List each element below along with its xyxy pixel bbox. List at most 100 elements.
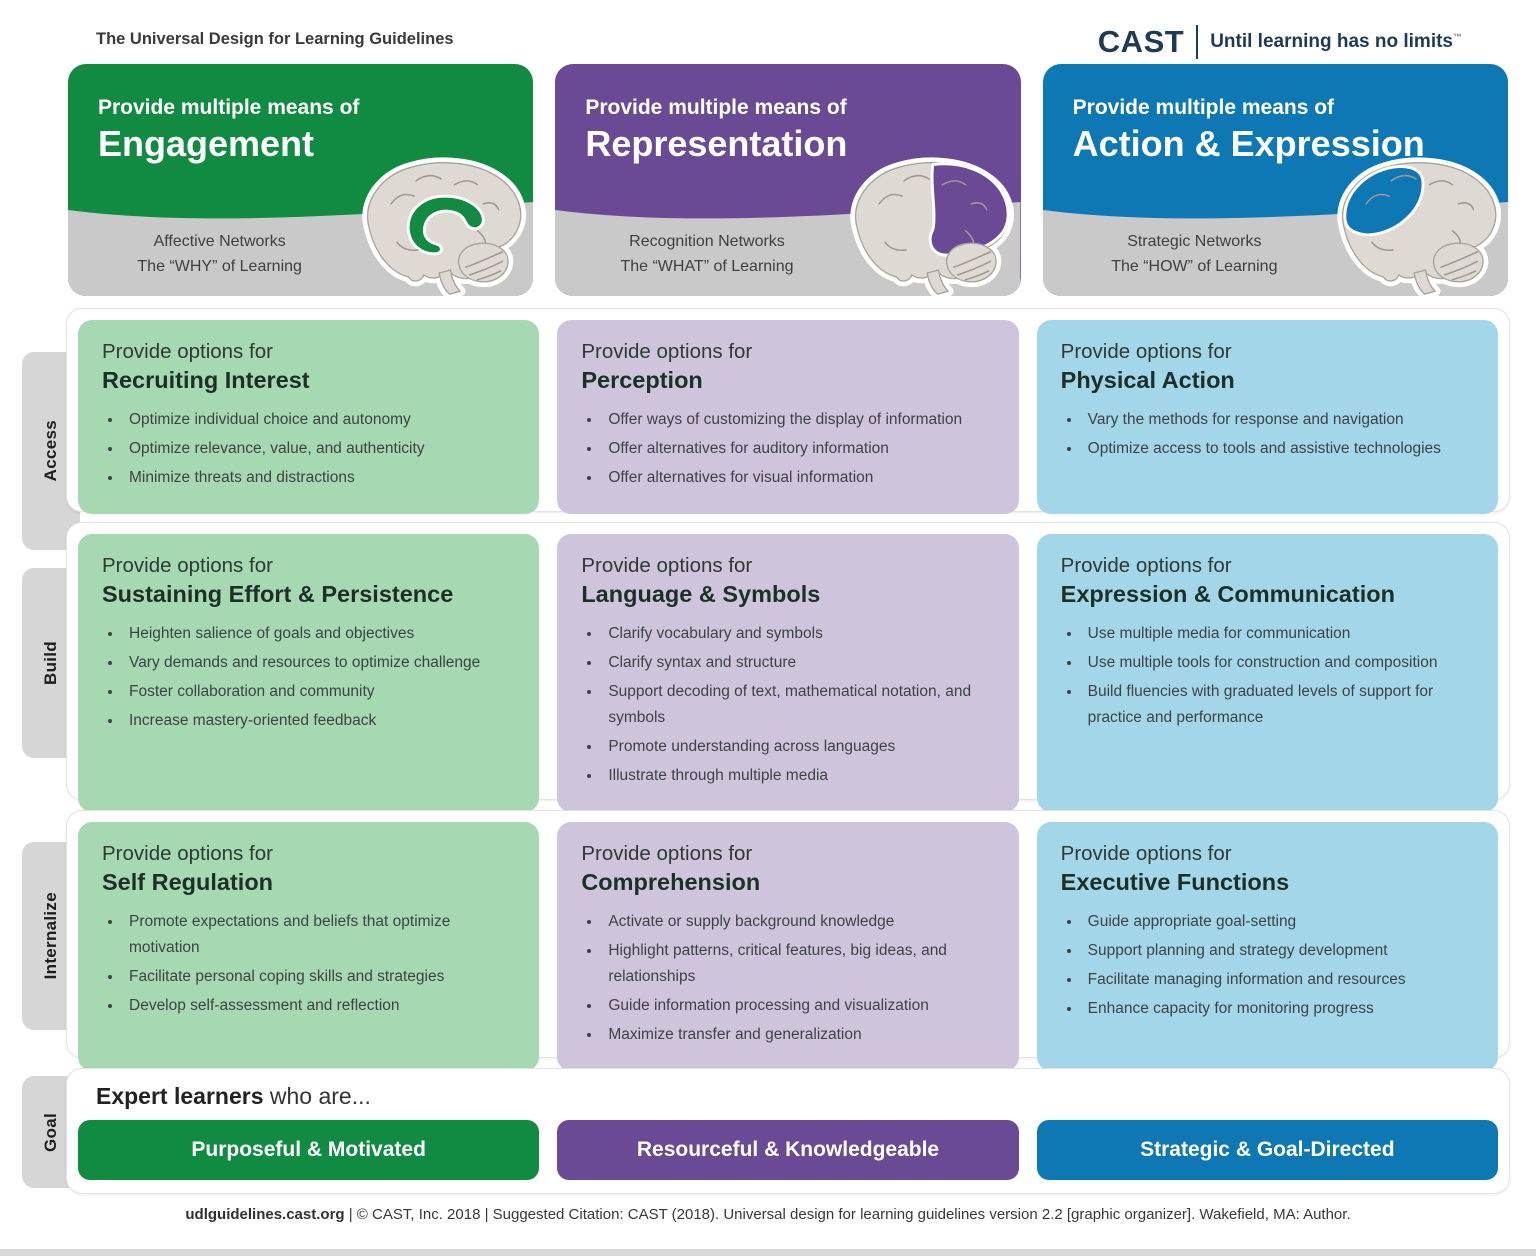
card-kicker: Provide options for bbox=[581, 842, 753, 865]
bullet-item: Clarify vocabulary and symbols bbox=[602, 621, 994, 647]
guideline-card-perception: Provide options for Perception Offer way… bbox=[557, 320, 1019, 515]
bullet-item: Guide information processing and visuali… bbox=[602, 993, 994, 1019]
header-text: Provide multiple means of Action & Expre… bbox=[1043, 64, 1508, 163]
network-tagline: The “WHAT” of Learning bbox=[620, 258, 794, 276]
guideline-card-self-regulation: Provide options for Self Regulation Prom… bbox=[78, 822, 540, 1072]
cast-wordmark: CAST bbox=[1097, 24, 1185, 59]
card-title: Language & Symbols bbox=[581, 581, 821, 607]
bullet-list: Vary the methods for response and naviga… bbox=[1061, 407, 1474, 462]
card-title: Physical Action bbox=[1060, 367, 1235, 393]
bullet-list: Promote expectations and beliefs that op… bbox=[102, 909, 515, 1019]
trademark-symbol: ™ bbox=[1453, 31, 1462, 42]
header-title: Engagement bbox=[98, 123, 315, 164]
bullet-item: Enhance capacity for monitoring progress bbox=[1082, 996, 1474, 1022]
guideline-card-executive-functions: Provide options for Executive Functions … bbox=[1036, 822, 1498, 1072]
network-name: Recognition Networks bbox=[629, 233, 785, 251]
row-build: Provide options for Sustaining Effort & … bbox=[66, 522, 1510, 813]
bullet-item: Foster collaboration and community bbox=[123, 679, 515, 705]
goal-heading: Expert learners who are... bbox=[96, 1083, 371, 1109]
bullet-item: Offer ways of customizing the display of… bbox=[602, 407, 994, 433]
bullet-item: Guide appropriate goal-setting bbox=[1082, 909, 1474, 935]
bullet-list: Use multiple media for communication Use… bbox=[1061, 621, 1474, 731]
header-kicker: Provide multiple means of bbox=[585, 96, 847, 119]
card-kicker: Provide options for bbox=[1060, 554, 1232, 577]
card-title: Perception bbox=[581, 367, 703, 393]
header-title: Action & Expression bbox=[1072, 123, 1425, 164]
header-kicker: Provide multiple means of bbox=[1072, 96, 1335, 119]
card-kicker: Provide options for bbox=[102, 340, 273, 363]
bullet-item: Highlight patterns, critical features, b… bbox=[602, 938, 994, 990]
footer-citation: udlguidelines.cast.org | © CAST, Inc. 20… bbox=[0, 1206, 1536, 1223]
bullet-list: Clarify vocabulary and symbols Clarify s… bbox=[581, 621, 994, 789]
bullet-item: Optimize relevance, value, and authentic… bbox=[123, 436, 515, 462]
bullet-list: Activate or supply background knowledge … bbox=[581, 909, 994, 1048]
bullet-item: Optimize access to tools and assistive t… bbox=[1082, 436, 1474, 462]
header-title: Representation bbox=[585, 123, 848, 164]
bullet-item: Support planning and strategy developmen… bbox=[1082, 938, 1474, 964]
row-internalize: Provide options for Self Regulation Prom… bbox=[66, 810, 1510, 1072]
goal-pill-strategic-goal-directed: Strategic & Goal-Directed bbox=[1036, 1120, 1498, 1180]
card-kicker: Provide options for bbox=[581, 340, 753, 363]
bullet-item: Minimize threats and distractions bbox=[123, 465, 515, 491]
network-tagline: The “HOW” of Learning bbox=[1111, 258, 1278, 276]
goal-pills: Purposeful & Motivated Resourceful & Kno… bbox=[78, 1120, 1498, 1180]
brain-strategic-icon bbox=[1337, 157, 1501, 296]
bullet-item: Facilitate personal coping skills and st… bbox=[123, 964, 515, 990]
bullet-item: Offer alternatives for visual informatio… bbox=[602, 465, 994, 491]
bullet-list: Heighten salience of goals and objective… bbox=[102, 621, 515, 734]
udl-guidelines-link[interactable]: udlguidelines.cast.org bbox=[185, 1206, 345, 1223]
bullet-item: Build fluencies with graduated levels of… bbox=[1082, 679, 1474, 731]
goal-pill-resourceful-knowledgeable: Resourceful & Knowledgeable bbox=[557, 1120, 1019, 1180]
bullet-item: Increase mastery-oriented feedback bbox=[123, 708, 515, 734]
bullet-list: Optimize individual choice and autonomy … bbox=[102, 407, 515, 491]
bullet-item: Develop self-assessment and reflection bbox=[123, 993, 515, 1019]
row-access: Provide options for Recruiting Interest … bbox=[66, 308, 1510, 515]
card-title: Sustaining Effort & Persistence bbox=[102, 581, 454, 607]
network-caption: Recognition Networks The “WHAT” of Learn… bbox=[571, 230, 842, 280]
header-text: Provide multiple means of Engagement bbox=[68, 64, 533, 163]
bullet-item: Heighten salience of goals and objective… bbox=[123, 621, 515, 647]
bullet-item: Clarify syntax and structure bbox=[602, 650, 994, 676]
card-title: Recruiting Interest bbox=[102, 367, 310, 393]
guideline-card-sustaining-effort: Provide options for Sustaining Effort & … bbox=[78, 534, 540, 813]
bullet-list: Guide appropriate goal-setting Support p… bbox=[1061, 909, 1474, 1022]
network-name: Strategic Networks bbox=[1127, 233, 1262, 251]
bullet-item: Offer alternatives for auditory informat… bbox=[602, 436, 994, 462]
header-text: Provide multiple means of Representation bbox=[555, 64, 1020, 163]
cast-tagline: Until learning has no limits™ bbox=[1210, 31, 1462, 52]
brain-affective-icon bbox=[362, 157, 527, 296]
citation-text: | © CAST, Inc. 2018 | Suggested Citation… bbox=[344, 1206, 1351, 1223]
guideline-card-comprehension: Provide options for Comprehension Activa… bbox=[557, 822, 1019, 1072]
card-title: Expression & Communication bbox=[1060, 581, 1395, 607]
card-kicker: Provide options for bbox=[1060, 842, 1232, 865]
bullet-item: Activate or supply background knowledge bbox=[602, 909, 994, 935]
logo-divider bbox=[1196, 25, 1199, 59]
guideline-card-language-symbols: Provide options for Language & Symbols C… bbox=[557, 534, 1019, 813]
network-name: Affective Networks bbox=[153, 233, 286, 251]
bullet-item: Optimize individual choice and autonomy bbox=[123, 407, 515, 433]
card-kicker: Provide options for bbox=[1060, 340, 1232, 363]
card-kicker: Provide options for bbox=[102, 842, 273, 865]
card-title: Executive Functions bbox=[1060, 869, 1290, 895]
column-header-engagement: Provide multiple means of Engagement Aff… bbox=[68, 64, 534, 296]
row-goal: Expert learners who are... Purposeful & … bbox=[66, 1068, 1510, 1194]
header-kicker: Provide multiple means of bbox=[98, 96, 360, 119]
bullet-item: Vary demands and resources to optimize c… bbox=[123, 650, 515, 676]
page-title: The Universal Design for Learning Guidel… bbox=[96, 30, 454, 48]
column-header-action-expression: Provide multiple means of Action & Expre… bbox=[1042, 64, 1508, 296]
column-header-representation: Provide multiple means of Representation… bbox=[555, 64, 1021, 296]
bullet-item: Promote expectations and beliefs that op… bbox=[123, 909, 515, 961]
guideline-card-physical-action: Provide options for Physical Action Vary… bbox=[1036, 320, 1498, 515]
bullet-item: Promote understanding across languages bbox=[602, 734, 994, 760]
bullet-item: Facilitate managing information and reso… bbox=[1082, 967, 1474, 993]
goal-pill-purposeful-motivated: Purposeful & Motivated bbox=[78, 1120, 540, 1180]
network-caption: Affective Networks The “WHY” of Learning bbox=[84, 230, 355, 280]
card-title: Self Regulation bbox=[102, 869, 274, 895]
header-row: Provide multiple means of Engagement Aff… bbox=[68, 64, 1508, 296]
bullet-item: Use multiple media for communication bbox=[1082, 621, 1474, 647]
cast-logo: CAST Until learning has no limits™ bbox=[1098, 24, 1462, 60]
card-title: Comprehension bbox=[581, 869, 761, 895]
bottom-strip bbox=[0, 1249, 1536, 1256]
network-tagline: The “WHY” of Learning bbox=[137, 258, 302, 276]
